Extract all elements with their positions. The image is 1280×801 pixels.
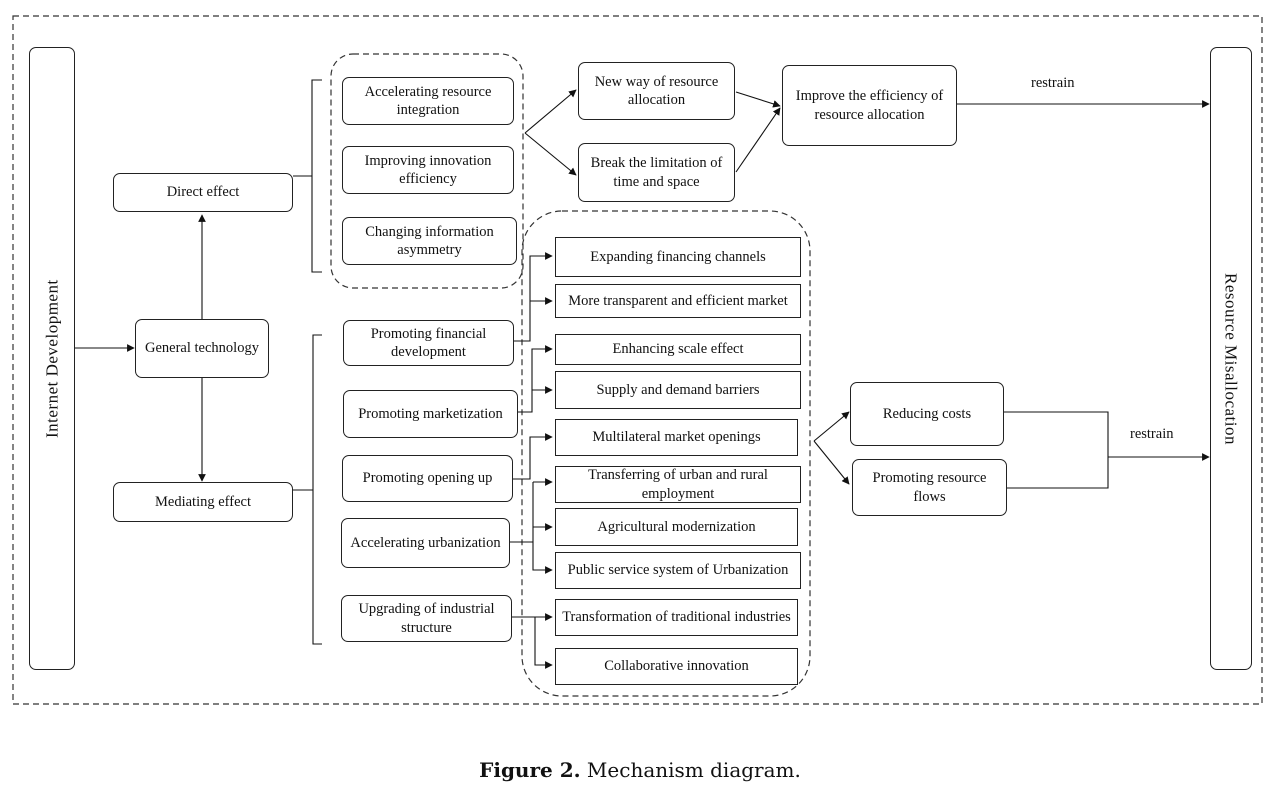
channel-agricultural-modernization: Agricultural modernization [555,508,798,546]
caption-label: Figure 2. [479,758,581,782]
internet-development-bar: Internet Development [29,47,75,670]
mediating-item-financial: Promoting financial development [343,320,514,366]
channel-urban-rural-employment: Transferring of urban and rural employme… [555,466,801,503]
mediating-item-industrial: Upgrading of industrial structure [341,595,512,642]
direct-item-resource-integration: Accelerating resource integration [342,77,514,125]
channel-multilateral-openings: Multilateral market openings [555,419,798,456]
caption-text: Mechanism diagram. [580,758,801,782]
general-technology-node: General technology [135,319,269,378]
channel-traditional-industries: Transformation of traditional industries [555,599,798,636]
mediating-item-opening-up: Promoting opening up [342,455,513,502]
new-way-node: New way of resource allocation [578,62,735,120]
mediating-item-marketization: Promoting marketization [343,390,518,438]
mediating-effect-node: Mediating effect [113,482,293,522]
resource-misallocation-bar: Resource Misallocation [1210,47,1252,670]
channel-group [521,210,811,697]
channel-supply-demand: Supply and demand barriers [555,371,801,409]
outer-frame [12,15,1263,705]
channel-transparent-market: More transparent and efficient market [555,284,801,318]
break-limitation-node: Break the limitation of time and space [578,143,735,202]
direct-group [330,53,524,289]
figure-caption: Figure 2. Mechanism diagram. [0,758,1280,782]
mediating-item-urbanization: Accelerating urbanization [341,518,510,568]
channel-public-service: Public service system of Urbanization [555,552,801,589]
reducing-costs-node: Reducing costs [850,382,1004,446]
restrain-label-bottom: restrain [1130,426,1174,442]
improve-efficiency-node: Improve the efficiency of resource alloc… [782,65,957,146]
direct-effect-node: Direct effect [113,173,293,212]
channel-scale-effect: Enhancing scale effect [555,334,801,365]
direct-item-innovation-efficiency: Improving innovation efficiency [342,146,514,194]
promoting-resource-flows-node: Promoting resource flows [852,459,1007,516]
channel-financing-channels: Expanding financing channels [555,237,801,277]
direct-item-information-asymmetry: Changing information asymmetry [342,217,517,265]
restrain-label-top: restrain [1031,75,1075,91]
channel-collaborative-innovation: Collaborative innovation [555,648,798,685]
